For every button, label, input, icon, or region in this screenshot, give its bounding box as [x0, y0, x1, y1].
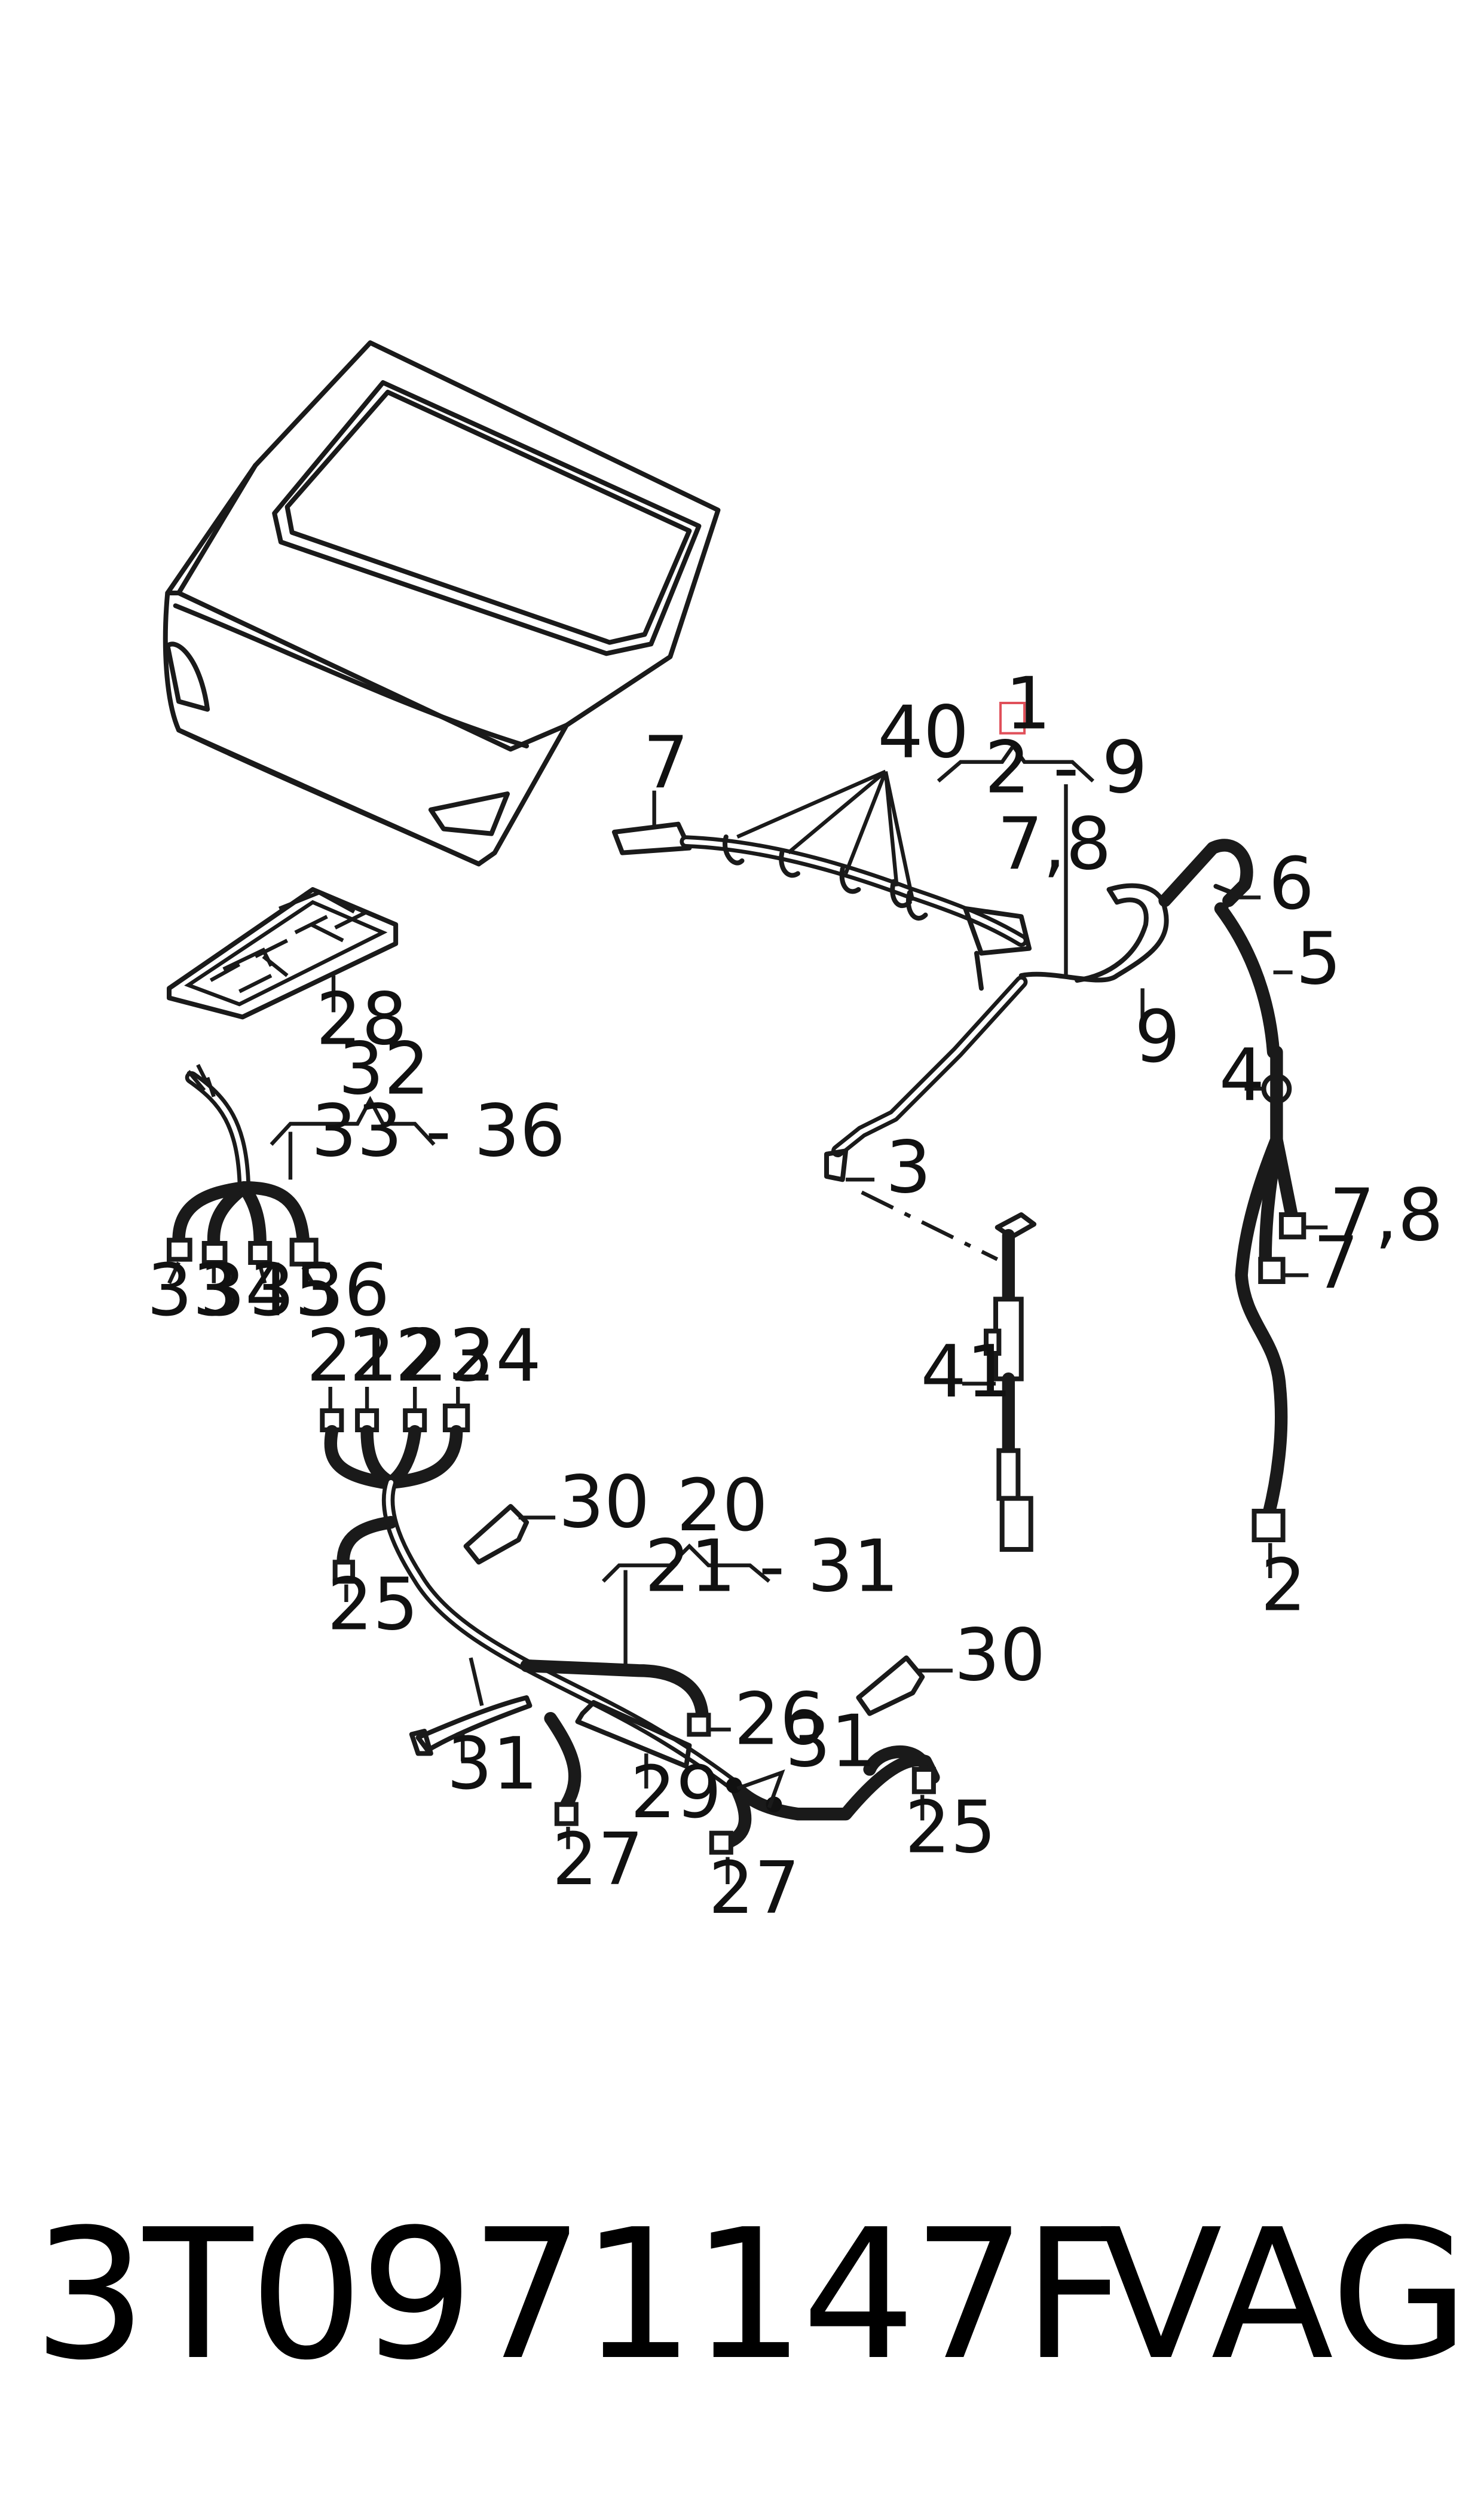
label-26: 26 [734, 1678, 825, 1761]
part-number: 3T0971147F [33, 2191, 1126, 2399]
label-3: 3 [886, 1127, 931, 1210]
label-35: 35 [249, 1249, 341, 1332]
label-41: 41 [921, 1331, 1012, 1414]
label-5: 5 [1296, 918, 1341, 1001]
label-25-a: 25 [327, 1563, 418, 1646]
label-6: 6 [1269, 843, 1314, 926]
label-7-b: 7 [1313, 1222, 1358, 1306]
label-29: 29 [631, 1751, 722, 1835]
label-30-b: 30 [954, 1615, 1046, 1698]
label-21-31: 21 - 31 [645, 1525, 899, 1608]
main-harness-drawing [824, 742, 1328, 1578]
clip-harness-drawing [611, 769, 1032, 991]
label-1: 1 [1005, 663, 1051, 746]
label-33: 33 [147, 1249, 238, 1332]
label-7-a: 7 [643, 722, 689, 805]
label-34: 34 [200, 1249, 291, 1332]
label-25-b: 25 [905, 1787, 996, 1870]
wiring-harness-diagram: 1 2 - 9 40 7 7,8 6 5 4 9 3 7,8 7 2 28 32… [147, 340, 1443, 1930]
label-9: 9 [1134, 996, 1180, 1079]
label-31-b: 31 [447, 1723, 538, 1806]
label-27-b: 27 [708, 1847, 800, 1930]
tailgate-drawing [163, 340, 721, 867]
label-40: 40 [877, 692, 969, 775]
connector-set-32-drawing [167, 1063, 436, 1285]
label-20: 20 [677, 1465, 768, 1548]
brand-name: VAG [1100, 2191, 1470, 2399]
label-32: 32 [338, 1028, 430, 1111]
label-24: 24 [450, 1314, 541, 1398]
item-1-highlight-box [999, 702, 1026, 735]
harness-20-drawing [320, 1387, 953, 1884]
label-22: 22 [350, 1314, 441, 1398]
label-31-a: 31 [785, 1701, 877, 1784]
label-2-9: 2 - 9 [984, 726, 1148, 809]
label-36: 36 [298, 1249, 390, 1332]
label-21: 21 [307, 1314, 398, 1398]
label-30-a: 30 [558, 1462, 650, 1545]
label-plate-drawing [167, 887, 399, 1020]
adapter-41-drawing [861, 1190, 1037, 1552]
label-7-8-b: 7,8 [1329, 1175, 1443, 1258]
label-4: 4 [1219, 1034, 1265, 1117]
label-28: 28 [316, 979, 408, 1062]
label-23: 23 [402, 1314, 494, 1398]
label-27-a: 27 [552, 1818, 644, 1901]
label-33-36: 33 - 36 [311, 1090, 565, 1173]
label-2: 2 [1260, 1544, 1306, 1627]
label-7-8-a: 7,8 [998, 803, 1112, 886]
